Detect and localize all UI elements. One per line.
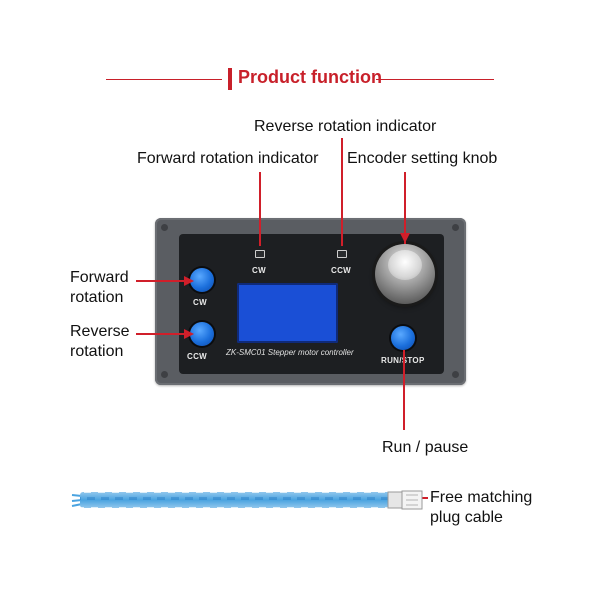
screw-top-left [161, 224, 168, 231]
label-reverse-rotation-line1: Reverse [70, 323, 130, 340]
title-line-left [106, 79, 222, 80]
arrowhead-reverse-rotation [184, 329, 194, 339]
screw-bottom-right [452, 371, 459, 378]
ccw-button-label: CCW [187, 352, 208, 361]
label-cable-line2: plug cable [430, 509, 503, 526]
page-title: Product function [238, 67, 382, 87]
callout-line-reverse-rotation [136, 333, 190, 335]
callout-line-encoder [404, 172, 406, 244]
label-reverse-rotation: Reverse rotation [70, 322, 130, 362]
cw-button[interactable] [190, 268, 214, 292]
cw-indicator-label: CW [252, 266, 266, 275]
ccw-indicator-label: CCW [331, 266, 352, 275]
label-forward-rotation: Forward rotation [70, 268, 129, 308]
label-cable-line1: Free matching [430, 489, 533, 506]
ribbon-cable [71, 490, 423, 510]
run-stop-button[interactable] [391, 326, 415, 350]
screw-top-right [452, 224, 459, 231]
label-reverse-indicator: Reverse rotation indicator [254, 118, 437, 135]
arrowhead-forward-rotation [184, 276, 194, 286]
label-cable: Free matching plug cable [430, 488, 532, 528]
label-reverse-rotation-line2: rotation [70, 343, 124, 360]
ccw-indicator-led [337, 250, 347, 258]
title-line-right [376, 79, 494, 80]
title-accent-bar [228, 68, 232, 90]
callout-line-forward-indicator [259, 172, 261, 246]
callout-line-reverse-indicator [341, 138, 343, 246]
screw-bottom-left [161, 371, 168, 378]
label-forward-rotation-line2: rotation [70, 289, 124, 306]
cw-button-label: CW [193, 298, 207, 307]
callout-line-forward-rotation [136, 280, 190, 282]
model-label: ZK-SMC01 Stepper motor controller [226, 348, 354, 357]
label-encoder-knob: Encoder setting knob [347, 150, 498, 167]
label-forward-rotation-line1: Forward [70, 269, 129, 286]
arrowhead-encoder [400, 233, 410, 243]
cw-indicator-led [255, 250, 265, 258]
encoder-knob-cap [388, 250, 422, 280]
lcd-screen [237, 283, 338, 343]
label-forward-indicator: Forward rotation indicator [137, 150, 319, 167]
run-stop-label: RUN/STOP [381, 356, 425, 365]
label-run-pause: Run / pause [382, 439, 469, 456]
callout-line-run-pause [403, 350, 405, 430]
